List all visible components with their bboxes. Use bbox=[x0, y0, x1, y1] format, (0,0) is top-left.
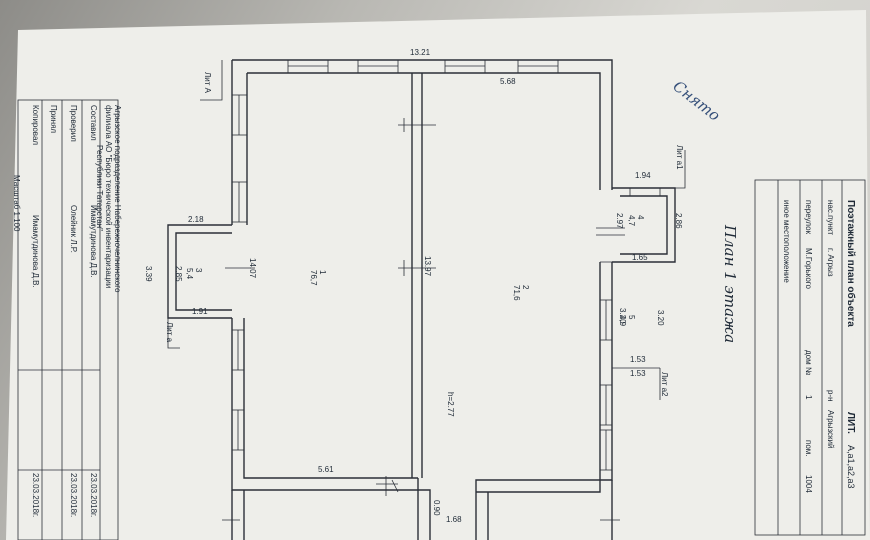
dim-top-total: 13.21 bbox=[410, 48, 431, 57]
room-label: пом. bbox=[804, 440, 813, 457]
district-label: р-н bbox=[826, 390, 835, 402]
dim-wc-d: 1.53 bbox=[630, 369, 646, 378]
stamp-role-3: Копировал bbox=[31, 105, 40, 145]
dim-door-a: 0.90 bbox=[432, 500, 441, 516]
stamp-name-0: Имамутдинова Д.В. bbox=[89, 205, 98, 278]
room-height: h=2.77 bbox=[446, 392, 455, 417]
house-label: дом № bbox=[804, 350, 813, 376]
plan-heading: План 1 этажа bbox=[721, 224, 739, 343]
stamp-org-line-2: филиала АО "Бюро технической инвентариза… bbox=[104, 105, 113, 288]
dim-left-room-h2: 2.85 bbox=[174, 266, 183, 282]
floor-plan bbox=[167, 59, 686, 540]
dim-center-left: 14.07 bbox=[248, 258, 257, 279]
lit-a1-mark: Лит а1 bbox=[675, 145, 684, 170]
lit-a-mark: Лит А bbox=[203, 72, 212, 94]
room-2-label: 271,6 bbox=[512, 285, 530, 301]
stamp-block: Агрызское подразделение Набережночелнинс… bbox=[12, 99, 122, 540]
room-4-label: 44,7 bbox=[627, 215, 645, 227]
stamp-date-1: 23.03.2018г. bbox=[69, 473, 78, 517]
stamp-name-1: Олейник Л.Р. bbox=[69, 205, 78, 253]
other-location-label: иное местоположение bbox=[782, 200, 791, 283]
stamp-role-0: Составил bbox=[89, 105, 98, 141]
lit-value: А,а1,а2,а3 bbox=[846, 445, 856, 489]
street-value: М.Горького bbox=[804, 248, 813, 290]
room-3-label: 35,4 bbox=[185, 268, 203, 280]
dim-wc-c: 1.53 bbox=[630, 355, 646, 364]
lit-a2-mark: Лит а2 bbox=[660, 372, 669, 397]
house-value: 1 bbox=[804, 395, 813, 400]
street-label: переулок bbox=[804, 200, 813, 235]
dim-wc-b: 3.20 bbox=[656, 310, 665, 326]
stamp-name-3: Имамутдинова Д.В. bbox=[31, 215, 40, 288]
dim-left-room-h: 3.39 bbox=[144, 266, 153, 282]
dim-vest-left: 2.97 bbox=[615, 213, 624, 229]
dim-door-b: 1.68 bbox=[446, 515, 462, 524]
dim-top-inner: 5.68 bbox=[500, 77, 516, 86]
room-5-label: 54,9 bbox=[618, 315, 636, 327]
room-1-label: 176,7 bbox=[309, 270, 327, 286]
title-text: Поэтажный план объекта bbox=[845, 200, 857, 327]
stamp-date-0: 23.03.2018г. bbox=[89, 473, 98, 517]
paper bbox=[6, 10, 870, 540]
stamp-date-3: 23.03.2018г. bbox=[31, 473, 40, 517]
district-value: Агрызский bbox=[826, 410, 835, 448]
stamp-role-2: Принял bbox=[49, 105, 58, 133]
stamp-scale: Масштаб 1:100 bbox=[12, 175, 21, 232]
lit-a-small-mark: Лит а bbox=[165, 322, 174, 343]
stamp-org-line-3: Республики Татарстан" bbox=[95, 145, 104, 231]
dim-vest-top: 1.94 bbox=[635, 171, 651, 180]
dim-wc-a: 3.20 bbox=[618, 308, 627, 324]
dim-bottom-inner: 5.61 bbox=[318, 465, 334, 474]
dim-left-room-bottom: 1.91 bbox=[192, 307, 208, 316]
locality-label: нас.пункт bbox=[826, 200, 835, 235]
dim-vest-bottom: 1.65 bbox=[632, 253, 648, 262]
stamp-role-1: Проверил bbox=[69, 105, 78, 142]
dim-center-right: 13.97 bbox=[423, 256, 432, 277]
lit-label: ЛИТ. bbox=[845, 412, 856, 434]
title-block: Поэтажный план объекта ЛИТ. А,а1,а2,а3 н… bbox=[754, 179, 866, 536]
dim-left-room-w: 2.18 bbox=[188, 215, 204, 224]
dim-vest-right: 2.86 bbox=[674, 213, 683, 229]
locality-value: г. Агрыз bbox=[826, 248, 835, 277]
room-value: 1004 bbox=[804, 475, 813, 493]
stamp-org-line-1: Агрызское подразделение Набережночелнинс… bbox=[113, 105, 122, 293]
